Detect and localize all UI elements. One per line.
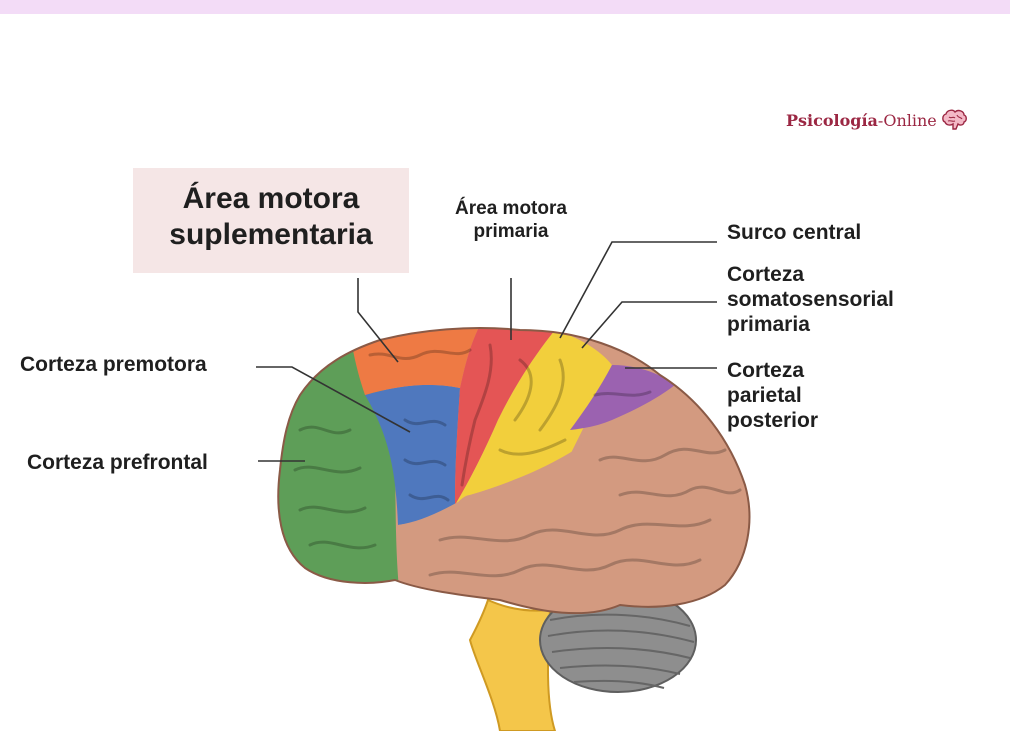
supplementary-motor-region xyxy=(350,325,480,395)
brainstem xyxy=(470,600,555,731)
leader-central-sulcus xyxy=(560,242,717,338)
leader-somatosensory xyxy=(582,302,717,348)
